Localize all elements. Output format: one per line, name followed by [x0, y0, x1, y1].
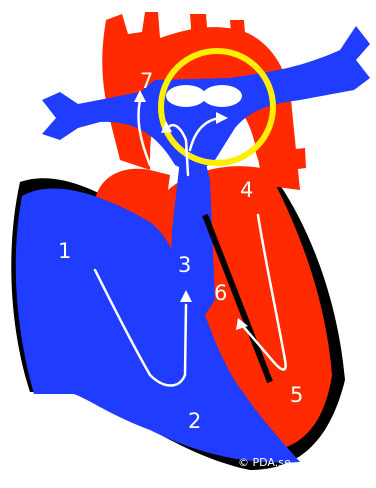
- label-2: 2: [188, 409, 201, 433]
- label-1: 1: [58, 239, 71, 263]
- label-6: 6: [214, 281, 227, 305]
- label-5: 5: [290, 383, 303, 407]
- label-7: 7: [140, 69, 153, 93]
- valve-right: [202, 85, 242, 107]
- valve-left: [166, 85, 206, 107]
- label-3: 3: [178, 253, 191, 277]
- pulmonary-veins: [255, 148, 306, 172]
- label-4: 4: [240, 178, 253, 202]
- credit-text: © PDA.se: [238, 456, 291, 469]
